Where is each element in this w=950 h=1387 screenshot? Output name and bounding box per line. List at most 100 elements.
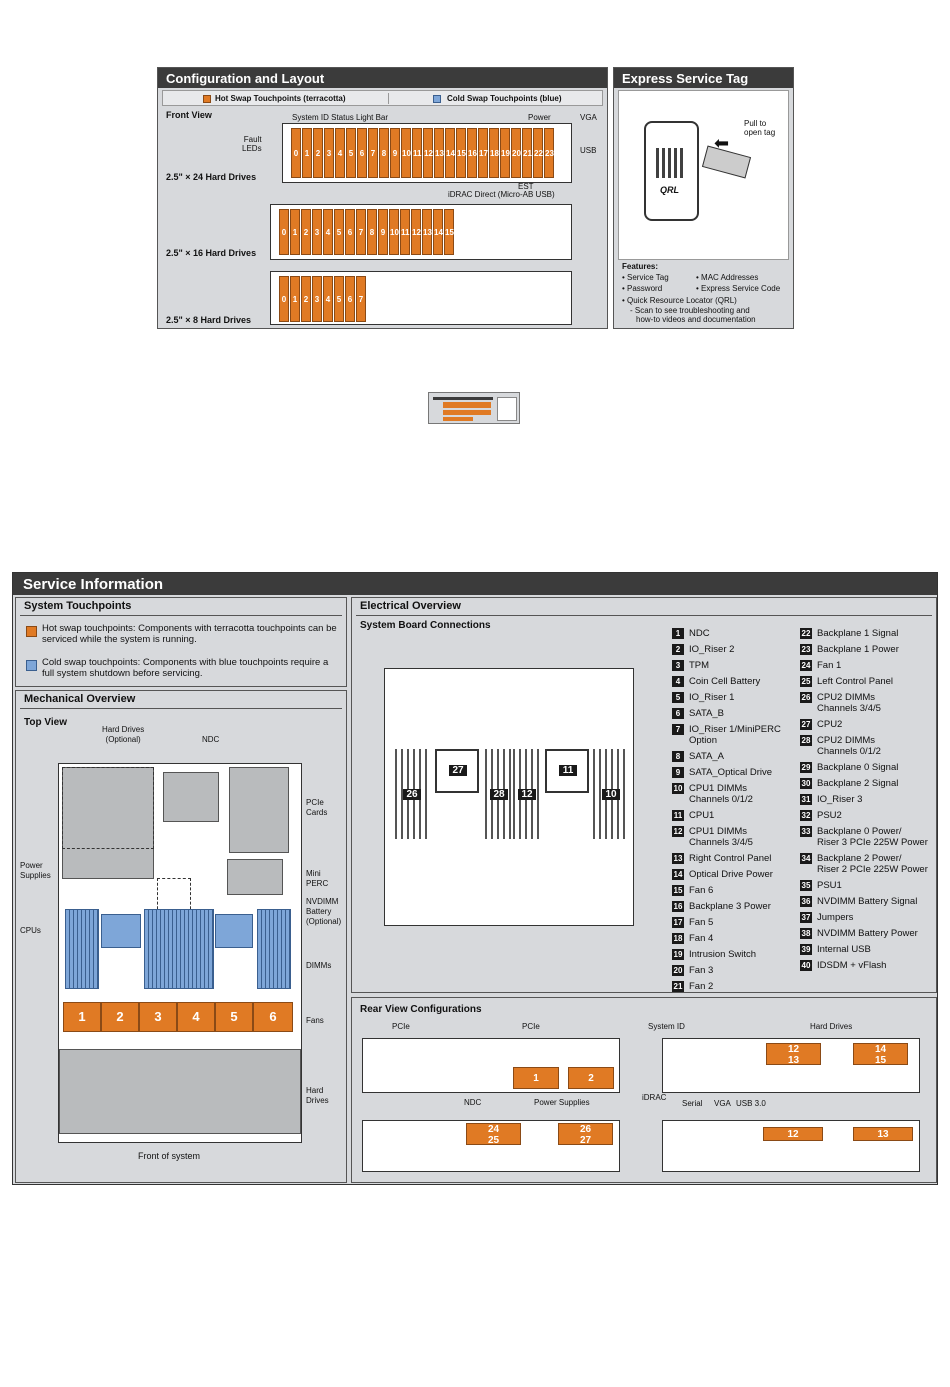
drive-bay[interactable]: 20 [511,128,521,178]
drive-bay[interactable]: 14 [433,209,443,255]
drive-bay[interactable]: 3 [312,209,322,255]
r4-bay-13: 13 [853,1127,913,1141]
drive-bay[interactable]: 13 [422,209,432,255]
drive-bay[interactable]: 7 [356,276,366,322]
legend-text: Left Control Panel [817,676,894,687]
drive-bay[interactable]: 6 [345,209,355,255]
drive-bay[interactable]: 4 [335,128,345,178]
touchpoint-legend: Hot Swap Touchpoints (terracotta) Cold S… [162,90,603,106]
drive-bay[interactable]: 0 [279,276,289,322]
drive-bay[interactable]: 3 [312,276,322,322]
ndc-label: NDC [202,735,220,744]
legend-number: 11 [672,810,684,821]
drive-bay[interactable]: 5 [334,209,344,255]
cpu2-label: 27 [449,765,467,776]
drive-bay[interactable]: 15 [456,128,466,178]
drive-bay[interactable]: 6 [357,128,367,178]
legend-number: 34 [800,853,812,864]
drive-bay[interactable]: 23 [544,128,554,178]
drive-bay[interactable]: 1 [290,209,300,255]
drive-bay[interactable]: 9 [390,128,400,178]
legend-number: 30 [800,778,812,789]
power-supplies-rear-label: Power Supplies [534,1098,590,1107]
drive-bay[interactable]: 13 [434,128,444,178]
drive-bay[interactable]: 6 [345,276,355,322]
drive-bay[interactable]: 8 [367,209,377,255]
drive-bay[interactable]: 10 [389,209,399,255]
drive-bay[interactable]: 17 [478,128,488,178]
drive-bay[interactable]: 1 [302,128,312,178]
legend-number: 1 [672,628,684,639]
legend-text: NVDIMM Battery Signal [817,896,918,907]
config-24-label: 2.5" × 24 Hard Drives [166,172,257,182]
drive-bay[interactable]: 1 [290,276,300,322]
drive-bay[interactable]: 8 [379,128,389,178]
drive-bay[interactable]: 2 [301,209,311,255]
drive-bay[interactable]: 2 [313,128,323,178]
drive-bay[interactable]: 5 [334,276,344,322]
legend-text: Backplane 0 Signal [817,762,899,773]
drive-bay[interactable]: 15 [444,209,454,255]
drive-bay[interactable]: 7 [356,209,366,255]
legend-text: NVDIMM Battery Power [817,928,918,939]
fans-label: Fans [306,1016,324,1025]
idrac-direct-label: iDRAC Direct (Micro-AB USB) [448,190,555,199]
drive-bay[interactable]: 4 [323,276,333,322]
vga-rear-label: VGA [714,1099,731,1108]
drive-bay[interactable]: 2 [301,276,311,322]
drive-bay[interactable]: 4 [323,209,333,255]
cpus-label: CPUs [20,926,41,935]
mini-perc-block [227,859,283,895]
drive-bay[interactable]: 5 [346,128,356,178]
drive-bay[interactable]: 22 [533,128,543,178]
legend-number: 27 [800,719,812,730]
hard-drives-optional-label: Hard Drives (Optional) [102,725,145,744]
drive-bay[interactable]: 0 [291,128,301,178]
drive-bay[interactable]: 12 [423,128,433,178]
drive-bay[interactable]: 0 [279,209,289,255]
drive-bay[interactable]: 19 [500,128,510,178]
drive-bay[interactable]: 10 [401,128,411,178]
drive-bay[interactable]: 7 [368,128,378,178]
cpu1-socket: 11 [545,749,589,793]
legend-text: TPM [689,660,710,671]
drive-bay[interactable]: 12 [411,209,421,255]
dimm-slots-26: 26 [395,749,431,839]
drive-bay[interactable]: 18 [489,128,499,178]
legend-number: 39 [800,944,812,955]
legend-number: 37 [800,912,812,923]
legend-number: 14 [672,869,684,880]
drive-bay[interactable]: 11 [412,128,422,178]
mechanical-title: Mechanical Overview [24,693,136,705]
hot-swap-text: Hot swap touchpoints: Components with te… [42,623,337,645]
hot-swap-swatch-2 [26,626,37,637]
legend-number: 29 [800,762,812,773]
drive-bay[interactable]: 11 [400,209,410,255]
legend-number: 33 [800,826,812,837]
drive-bay[interactable]: 16 [467,128,477,178]
drive-bay[interactable]: 21 [522,128,532,178]
legend-text: Backplane 0 Power/ Riser 3 PCIe 225W Pow… [817,826,928,848]
drive-bay[interactable]: 14 [445,128,455,178]
legend-text: Fan 2 [689,981,714,992]
drive-bay[interactable]: 9 [378,209,388,255]
legend-text: SATA_B [689,708,725,719]
pull-label: Pull to open tag [744,119,776,137]
drive-bay[interactable]: 3 [324,128,334,178]
